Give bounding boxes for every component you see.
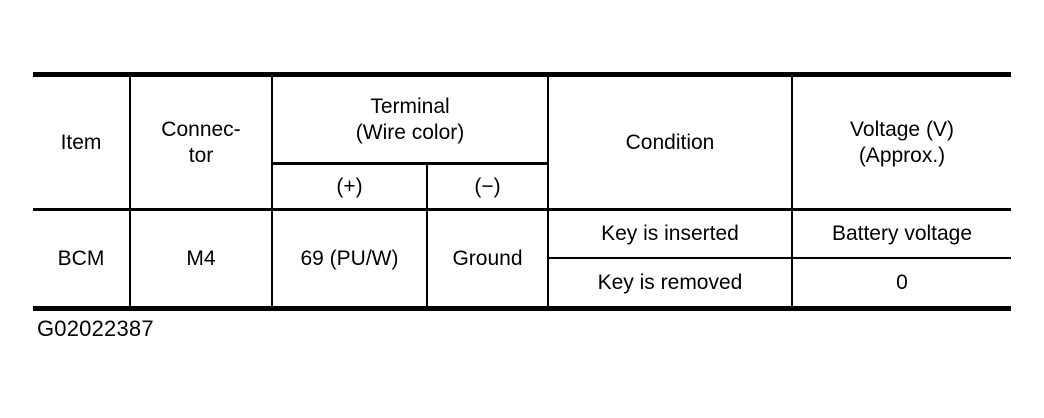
table-header-row-terminal-polarity: (+) (−) bbox=[33, 163, 1011, 208]
header-body-separator-row bbox=[33, 207, 1011, 211]
cell-connector: M4 bbox=[129, 209, 273, 309]
cell-terminal-positive: 69 (PU/W) bbox=[271, 209, 428, 309]
cell-condition: Key is inserted bbox=[547, 209, 793, 260]
header-terminal-line1: Terminal bbox=[370, 94, 450, 118]
header-voltage-line1: Voltage (V) bbox=[850, 117, 954, 141]
header-voltage-line2: (Approx.) bbox=[858, 143, 946, 167]
cell-voltage: 0 bbox=[791, 258, 1011, 309]
header-terminal-group: Terminal (Wire color) bbox=[271, 74, 549, 165]
cell-item: BCM bbox=[33, 209, 131, 309]
cell-condition: Key is removed bbox=[548, 258, 793, 309]
header-voltage: Voltage (V) (Approx.) bbox=[791, 74, 1011, 208]
header-connector: Connec- tor bbox=[129, 74, 273, 208]
table-row: BCM M4 69 (PU/W) Ground Key is inserted … bbox=[33, 209, 1011, 309]
header-condition: Condition bbox=[547, 74, 793, 208]
header-terminal-negative: (−) bbox=[426, 163, 548, 208]
table-row: Key is removed 0 bbox=[33, 258, 1011, 309]
header-terminal-positive: (+) bbox=[272, 163, 428, 208]
header-connector-label: Connec- tor bbox=[161, 117, 241, 167]
terminal-voltage-table: Item Connec- tor Terminal (Wire color) C… bbox=[33, 72, 1011, 311]
cell-voltage: Battery voltage bbox=[791, 209, 1011, 260]
header-item: Item bbox=[33, 74, 131, 208]
header-terminal-line2: (Wire color) bbox=[355, 120, 465, 144]
figure-caption: G02022387 bbox=[37, 316, 154, 341]
cell-terminal-negative: Ground bbox=[426, 209, 549, 309]
table-header-row-primary: Item Connec- tor Terminal (Wire color) C… bbox=[33, 74, 1011, 208]
